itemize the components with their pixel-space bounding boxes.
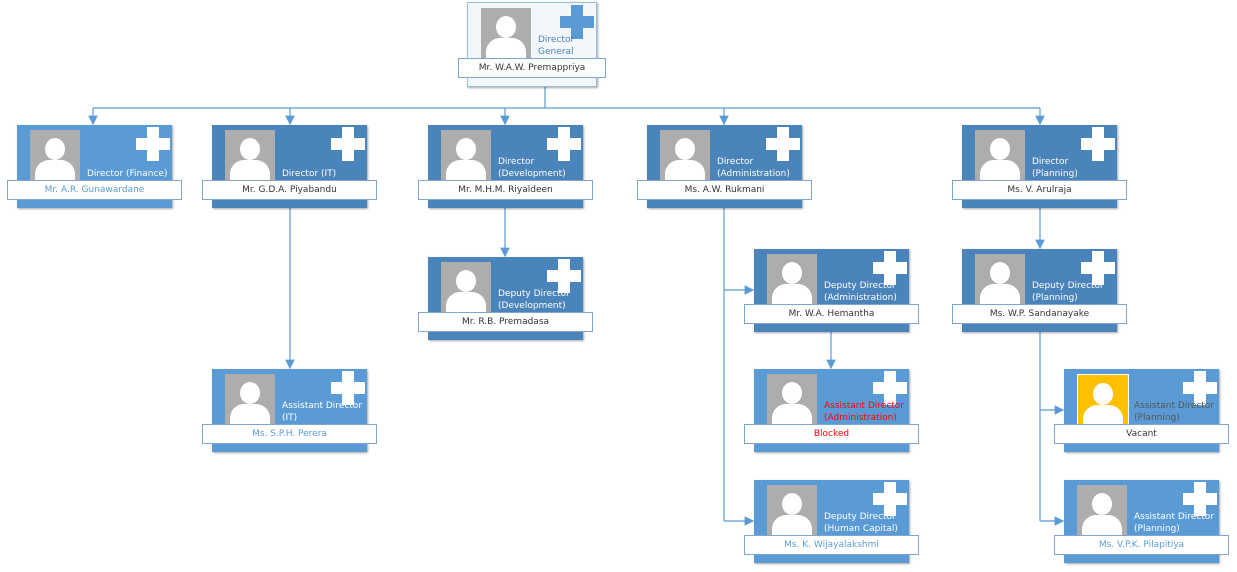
avatar-placeholder-icon — [441, 262, 491, 312]
add-icon[interactable] — [1183, 371, 1217, 405]
card-title: Assistant Director (Planning) — [1134, 401, 1215, 423]
avatar-placeholder-icon — [225, 374, 275, 424]
card-title: Director (Administration) — [717, 157, 790, 179]
card-assistant-director-it[interactable]: Assistant Director (IT) Ms. S.P.H. Perer… — [202, 369, 377, 452]
card-assistant-director-administration[interactable]: Assistant Director (Administration) Bloc… — [744, 369, 919, 452]
card-director-administration[interactable]: Director (Administration) Ms. A.W. Rukma… — [637, 125, 812, 208]
card-name: Ms. S.P.H. Perera — [202, 424, 377, 444]
card-status-vacant: Vacant — [1054, 424, 1229, 444]
card-name: Ms. V.P.K. Pilapitiya — [1054, 535, 1229, 555]
card-name: Ms. K. Wijayalakshmi — [744, 535, 919, 555]
card-title: Deputy Director (Administration) — [824, 281, 897, 303]
avatar-placeholder-icon — [767, 254, 817, 304]
add-icon[interactable] — [331, 127, 365, 161]
card-name: Mr. G.D.A. Piyabandu — [202, 180, 377, 200]
add-icon[interactable] — [873, 371, 907, 405]
avatar-vacant-icon — [1077, 374, 1129, 426]
card-title: Director (IT) — [282, 169, 337, 179]
card-name: Ms. W.P. Sandanayake — [952, 304, 1127, 324]
card-name: Mr. R.B. Premadasa — [418, 312, 593, 332]
card-director-finance[interactable]: Director (Finance) Mr. A.R. Gunawardane — [7, 125, 182, 208]
avatar-placeholder-icon — [975, 254, 1025, 304]
card-title: Director (Development) — [498, 157, 566, 179]
card-assistant-director-planning-vacant[interactable]: Assistant Director (Planning) Vacant — [1054, 369, 1229, 452]
card-title: Assistant Director (Administration) — [824, 401, 905, 423]
avatar-placeholder-icon — [975, 130, 1025, 180]
card-deputy-director-planning[interactable]: Deputy Director (Planning) Ms. W.P. Sand… — [952, 249, 1127, 332]
add-icon[interactable] — [547, 259, 581, 293]
add-icon[interactable] — [873, 482, 907, 516]
avatar-placeholder-icon — [225, 130, 275, 180]
add-icon[interactable] — [1081, 251, 1115, 285]
card-name: Ms. V. Arulraja — [952, 180, 1127, 200]
card-name: Mr. W.A. Hemantha — [744, 304, 919, 324]
card-name: Mr. A.R. Gunawardane — [7, 180, 182, 200]
card-director-development[interactable]: Director (Development) Mr. M.H.M. Riyald… — [418, 125, 593, 208]
add-icon[interactable] — [766, 127, 800, 161]
card-title: Director (Planning) — [1032, 157, 1078, 179]
avatar-placeholder-icon — [1077, 485, 1127, 535]
card-title: Director (Finance) — [87, 169, 168, 179]
card-deputy-director-human-capital[interactable]: Deputy Director (Human Capital) Ms. K. W… — [744, 480, 919, 563]
add-icon[interactable] — [1081, 127, 1115, 161]
add-icon[interactable] — [136, 127, 170, 161]
add-icon[interactable] — [1183, 482, 1217, 516]
card-director-it[interactable]: Director (IT) Mr. G.D.A. Piyabandu — [202, 125, 377, 208]
avatar-placeholder-icon — [441, 130, 491, 180]
add-icon[interactable] — [547, 127, 581, 161]
card-title: Deputy Director (Human Capital) — [824, 512, 898, 534]
avatar-placeholder-icon — [767, 374, 817, 424]
add-icon[interactable] — [331, 371, 365, 405]
card-title: Assistant Director (Planning) — [1134, 512, 1215, 534]
card-assistant-director-planning[interactable]: Assistant Director (Planning) Ms. V.P.K.… — [1054, 480, 1229, 563]
card-director-planning[interactable]: Director (Planning) Ms. V. Arulraja — [952, 125, 1127, 208]
card-deputy-director-administration[interactable]: Deputy Director (Administration) Mr. W.A… — [744, 249, 919, 332]
card-title: Assistant Director (IT) — [282, 401, 363, 423]
card-title: Director General — [538, 35, 575, 57]
add-icon[interactable] — [560, 5, 594, 39]
avatar-placeholder-icon — [481, 8, 531, 58]
card-director-general[interactable]: Director General Mr. W.A.W. Premappriya — [458, 2, 606, 87]
avatar-placeholder-icon — [767, 485, 817, 535]
avatar-placeholder-icon — [30, 130, 80, 180]
card-name: Ms. A.W. Rukmani — [637, 180, 812, 200]
add-icon[interactable] — [873, 251, 907, 285]
card-title: Deputy Director (Planning) — [1032, 281, 1104, 303]
card-status-blocked: Blocked — [744, 424, 919, 444]
avatar-placeholder-icon — [660, 130, 710, 180]
card-deputy-director-development[interactable]: Deputy Director (Development) Mr. R.B. P… — [418, 257, 593, 340]
card-title: Deputy Director (Development) — [498, 289, 570, 311]
card-name: Mr. W.A.W. Premappriya — [458, 58, 606, 78]
card-name: Mr. M.H.M. Riyaldeen — [418, 180, 593, 200]
